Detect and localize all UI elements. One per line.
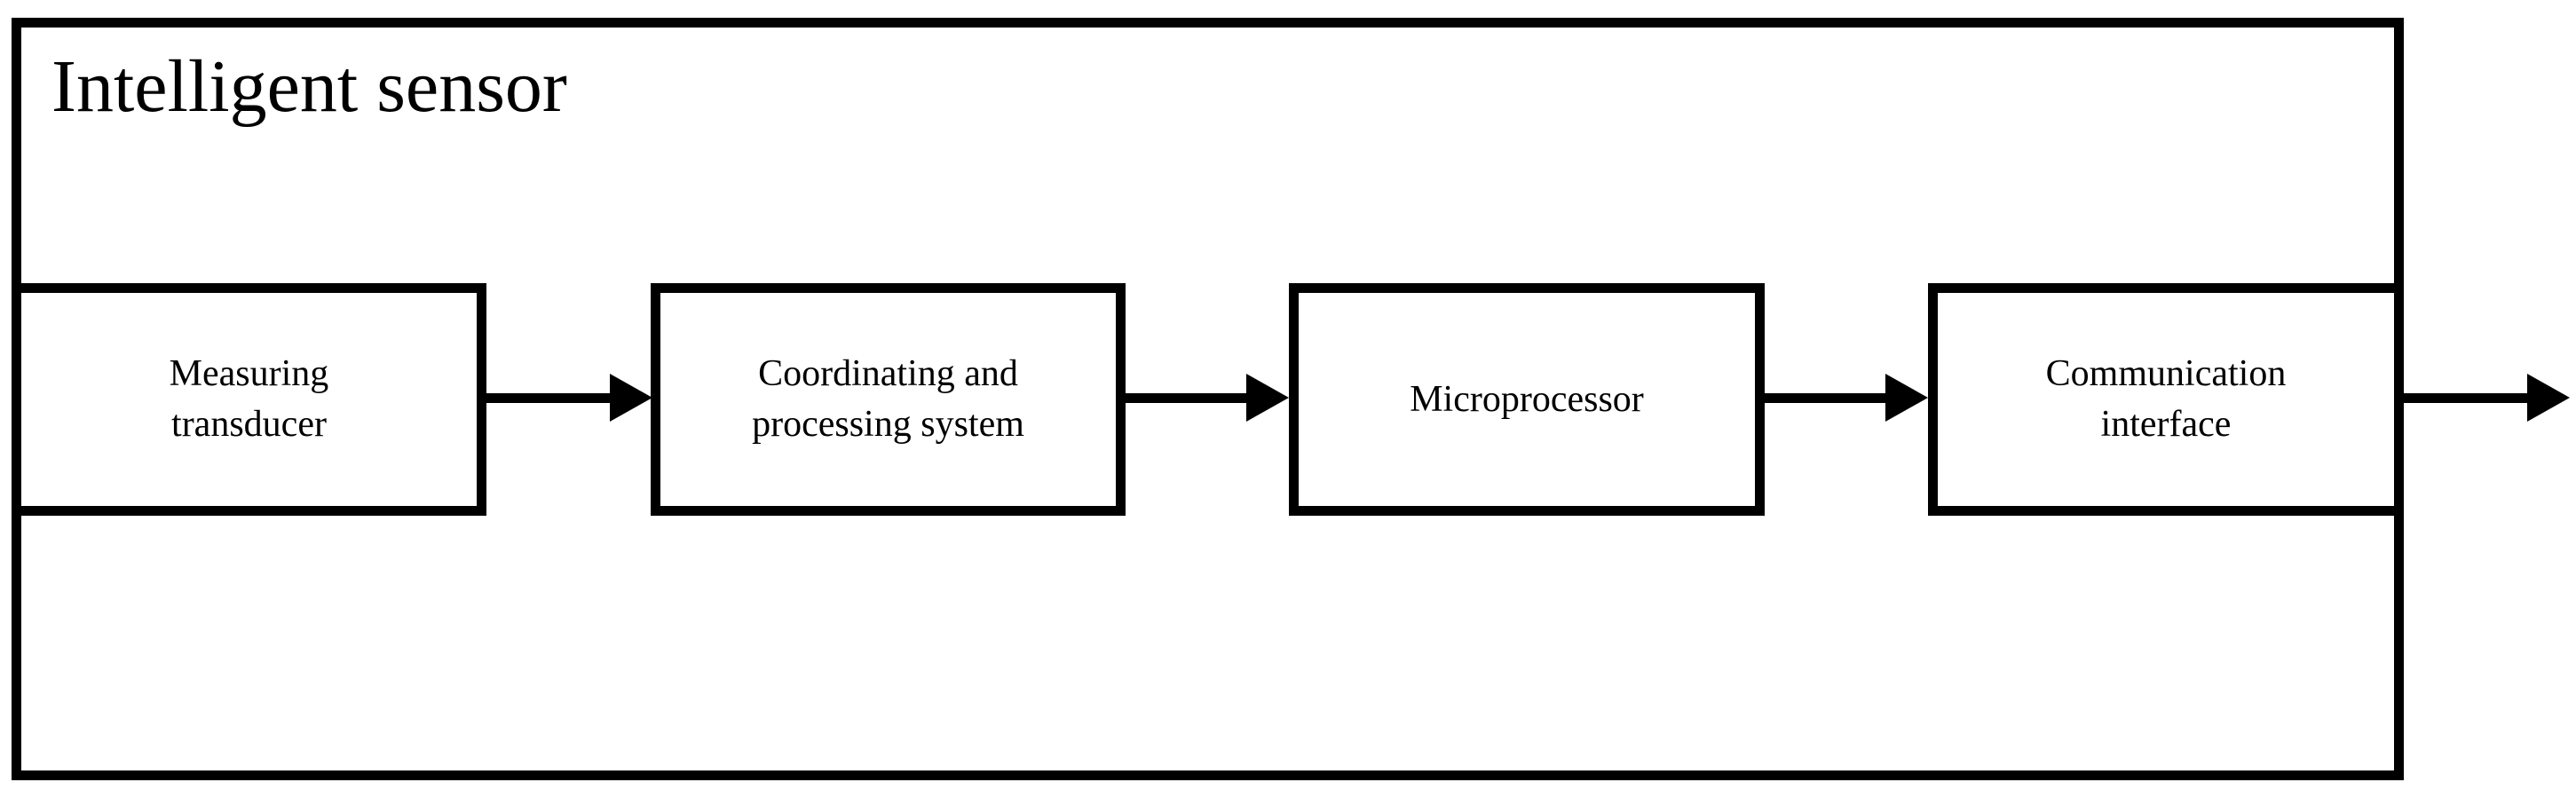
flow-arrow-2-shaft <box>1126 393 1248 403</box>
block-communication-interface: Communication interface <box>1928 283 2404 516</box>
block-label-coordinating-processing-system: Coordinating and processing system <box>752 353 1024 445</box>
flow-arrow-3-shaft <box>1765 393 1887 403</box>
block-measuring-transducer: Measuring transducer <box>12 283 486 516</box>
block-coordinating-processing-system: Coordinating and processing system <box>651 283 1126 516</box>
block-label-measuring-transducer: Measuring transducer <box>169 353 329 445</box>
diagram-title: Intelligent sensor <box>51 45 567 128</box>
block-label-communication-interface: Communication interface <box>2045 353 2287 445</box>
block-label-microprocessor: Microprocessor <box>1410 378 1644 420</box>
block-microprocessor: Microprocessor <box>1289 283 1765 516</box>
flow-arrow-2-arrowhead-right-icon <box>1246 374 1289 422</box>
flow-arrow-1-arrowhead-right-icon <box>610 374 652 422</box>
flow-arrow-1-shaft <box>486 393 612 403</box>
output-arrow-shaft <box>2404 393 2528 403</box>
output-arrow-arrowhead-right-icon <box>2527 374 2570 422</box>
flow-arrow-3-arrowhead-right-icon <box>1885 374 1928 422</box>
